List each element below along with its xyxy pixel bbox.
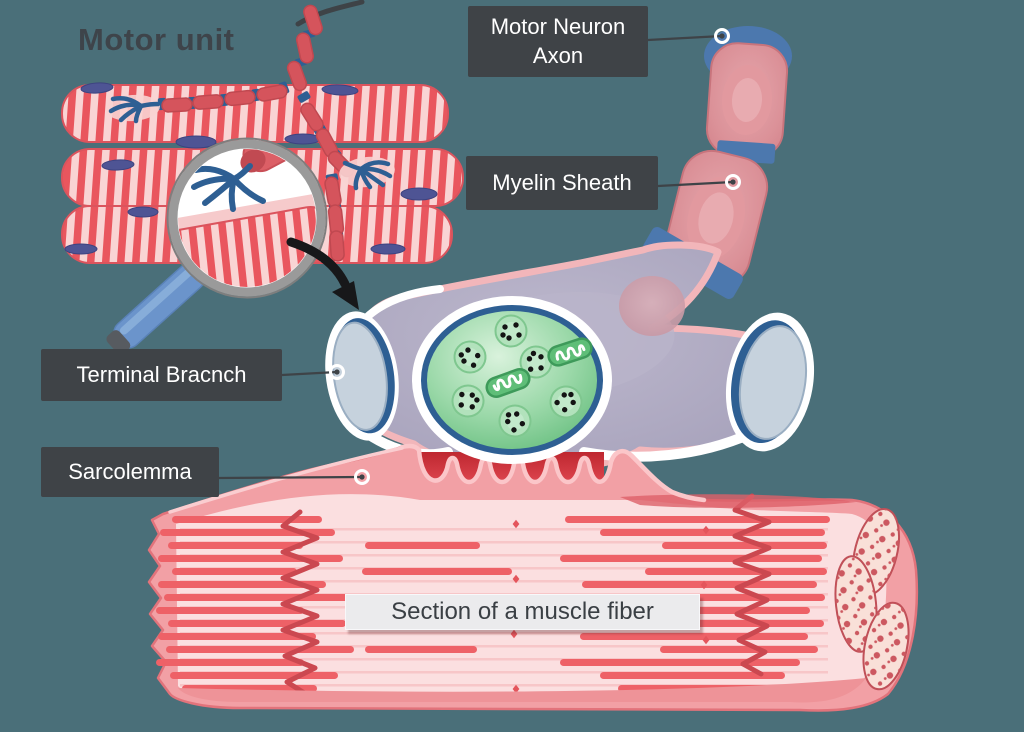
magnified-view [178, 149, 316, 287]
leader-markers [329, 28, 741, 485]
label-sarcolemma: Sarcolemma [41, 447, 219, 497]
terminal-branch-opening-left [325, 311, 399, 441]
magnified-terminal-arbor [191, 163, 266, 212]
magnifier [106, 137, 328, 355]
label-myelin-sheath: Myelin Sheath [466, 156, 658, 210]
z-line-right [732, 493, 772, 677]
motor-neuron-branches [106, 0, 395, 263]
page-title: Motor unit [78, 22, 235, 57]
junctional-folds [399, 443, 707, 503]
terminal-branch-opening-right [725, 312, 815, 452]
cut-face-myofibril-bundles [834, 508, 910, 691]
synaptic-bouton [412, 296, 612, 464]
bottom-shading [178, 678, 866, 703]
caption-section-of-muscle-fiber: Section of a muscle fiber [345, 594, 700, 630]
fiber-nuclei [64, 82, 438, 255]
z-line-left [280, 509, 320, 699]
myelin-segment-1 [705, 42, 789, 158]
nerve-terminal-arbor-2 [339, 156, 395, 191]
leader-lines [218, 34, 734, 480]
label-terminal-branch: Terminal Bracnch [41, 349, 282, 401]
nerve-terminal-arbor-1 [106, 94, 161, 124]
motor-neuron-axon-illustration [643, 26, 792, 299]
roof-shading [620, 494, 856, 508]
magnified-view-arrow-icon [286, 237, 359, 310]
terminal-highlight [619, 276, 685, 336]
label-motor-neuron-axon: Motor Neuron Axon [468, 6, 648, 77]
